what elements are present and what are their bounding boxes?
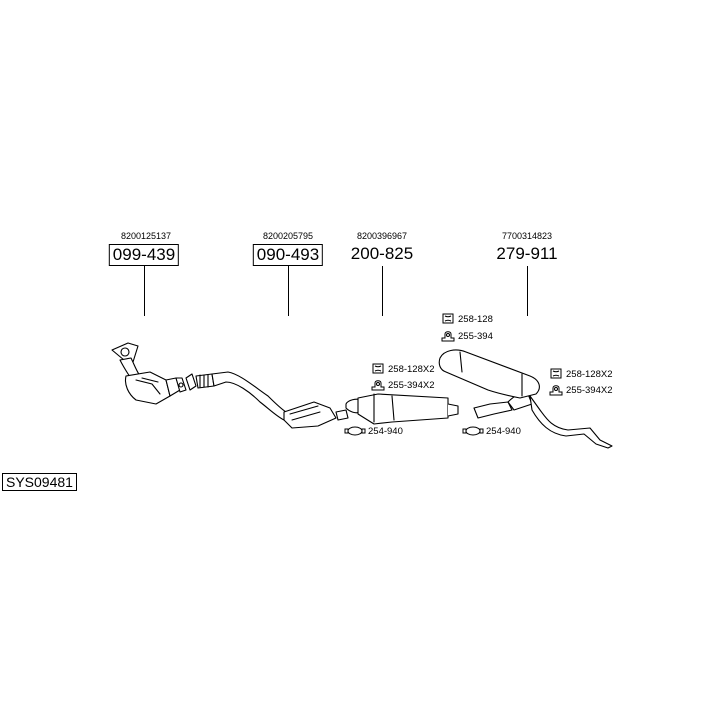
part-number-3[interactable]: 200-825 [350,244,414,263]
hardware-label-7[interactable]: 254-940 [368,426,403,437]
hardware-label-1[interactable]: 258-128 [458,314,493,325]
diagram-code-label: SYS09481 [2,473,77,491]
oem-number-2: 8200205795 [262,231,314,241]
leader-line-2 [288,266,289,316]
pipe-clamp-icon [462,426,484,436]
pipe-clamp-icon [344,426,366,436]
front-pipe-catalyst[interactable] [111,342,187,405]
part-number-1[interactable]: 099-439 [108,244,180,266]
hardware-label-2[interactable]: 255-394 [458,331,493,342]
middle-pipe-catalyst[interactable] [185,371,349,429]
rubber-hanger-icon [442,313,454,324]
rubber-hanger-icon [372,363,384,374]
rear-silencer[interactable] [438,349,613,449]
hardware-label-5[interactable]: 258-128X2 [566,369,613,380]
hardware-label-3[interactable]: 258-128X2 [388,364,435,375]
oem-number-3: 8200396967 [356,231,408,241]
centre-silencer[interactable] [345,393,459,425]
leader-line-1 [144,266,145,316]
leader-line-4 [527,266,528,316]
part-number-4[interactable]: 279-911 [496,244,558,263]
mounting-bracket-icon [441,331,455,342]
hardware-label-4[interactable]: 255-394X2 [388,380,435,391]
oem-number-4: 7700314823 [501,231,553,241]
mounting-bracket-icon [549,385,563,396]
hardware-label-8[interactable]: 254-940 [486,426,521,437]
mounting-bracket-icon [371,380,385,391]
rubber-hanger-icon [550,368,562,379]
leader-line-3 [382,266,383,316]
oem-number-1: 8200125137 [120,231,172,241]
hardware-label-6[interactable]: 255-394X2 [566,385,613,396]
part-number-2[interactable]: 090-493 [252,244,324,266]
